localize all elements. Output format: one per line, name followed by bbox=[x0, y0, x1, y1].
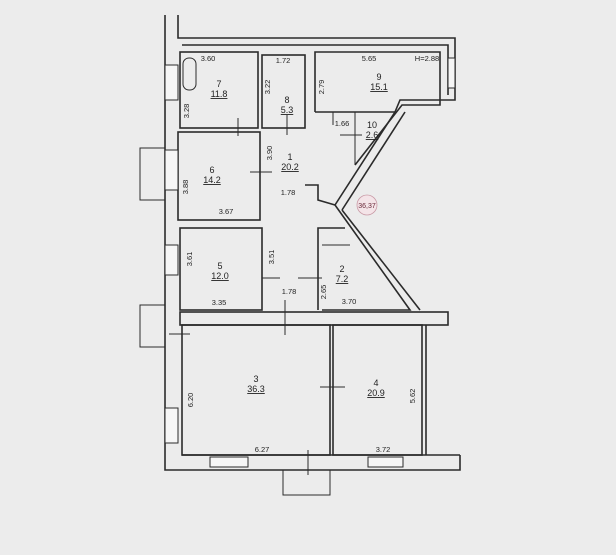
dim-r2-height: 2.65 bbox=[319, 285, 328, 300]
room-4-area: 20.9 bbox=[367, 388, 385, 398]
dim-r6-height: 3.88 bbox=[181, 180, 190, 195]
dim-r1-width: 1.78 bbox=[281, 188, 296, 197]
dim-r4-height: 5.62 bbox=[408, 389, 417, 404]
room-1-number: 1 bbox=[287, 152, 292, 162]
dim-corridor-height: 3.51 bbox=[267, 250, 276, 265]
dimension-labels: 3.60 3.28 1.72 3.22 5.65 H=2.88 2.79 1.6… bbox=[181, 54, 439, 454]
room-8-number: 8 bbox=[284, 95, 289, 105]
total-area-stamp: 36,37 bbox=[358, 203, 376, 210]
dim-r7-height: 3.28 bbox=[182, 104, 191, 119]
room-9-number: 9 bbox=[376, 72, 381, 82]
room-6-area: 14.2 bbox=[203, 175, 221, 185]
room-7-area: 11.8 bbox=[211, 89, 228, 99]
dim-corridor-width: 1.78 bbox=[282, 287, 297, 296]
room-2-number: 2 bbox=[339, 264, 344, 274]
room-1-area: 20.2 bbox=[281, 162, 299, 172]
room-5-number: 5 bbox=[217, 261, 222, 271]
room-2-area: 7.2 bbox=[336, 274, 349, 284]
dim-r4-width: 3.72 bbox=[376, 445, 391, 454]
room-6-number: 6 bbox=[209, 165, 214, 175]
dim-r3-width: 6.27 bbox=[255, 445, 270, 454]
room-4-number: 4 bbox=[373, 378, 378, 388]
ceiling-height: H=2.88 bbox=[415, 54, 439, 63]
dim-r8-width: 1.72 bbox=[276, 56, 291, 65]
room-7-number: 7 bbox=[216, 79, 221, 89]
room-10-area: 2.6 bbox=[366, 130, 379, 140]
dim-r8-height: 3.22 bbox=[263, 80, 272, 95]
room-9-area: 15.1 bbox=[370, 82, 388, 92]
dim-r10-width: 1.66 bbox=[335, 119, 350, 128]
room-8-area: 5.3 bbox=[281, 105, 294, 115]
dim-r9-width: 5.65 bbox=[362, 54, 377, 63]
room-labels: 7 11.8 8 5.3 9 15.1 10 2.6 1 20.2 6 14.2… bbox=[203, 72, 388, 398]
room-10-number: 10 bbox=[367, 120, 377, 130]
room-3-number: 3 bbox=[253, 374, 258, 384]
dim-r3-height: 6.20 bbox=[186, 393, 195, 408]
dim-r5-height: 3.61 bbox=[185, 252, 194, 267]
dim-r9-height: 2.79 bbox=[317, 80, 326, 95]
dim-r6-width: 3.67 bbox=[219, 207, 234, 216]
room-3-area: 36.3 bbox=[247, 384, 265, 394]
dim-r2-width: 3.70 bbox=[342, 297, 357, 306]
dim-r7-width: 3.60 bbox=[201, 54, 216, 63]
area-stamp: 36,37 bbox=[356, 194, 378, 216]
dim-r1-height: 3.90 bbox=[265, 146, 274, 161]
walls bbox=[139, 15, 461, 496]
dim-r5-width: 3.35 bbox=[212, 298, 227, 307]
room-5-area: 12.0 bbox=[211, 271, 229, 281]
